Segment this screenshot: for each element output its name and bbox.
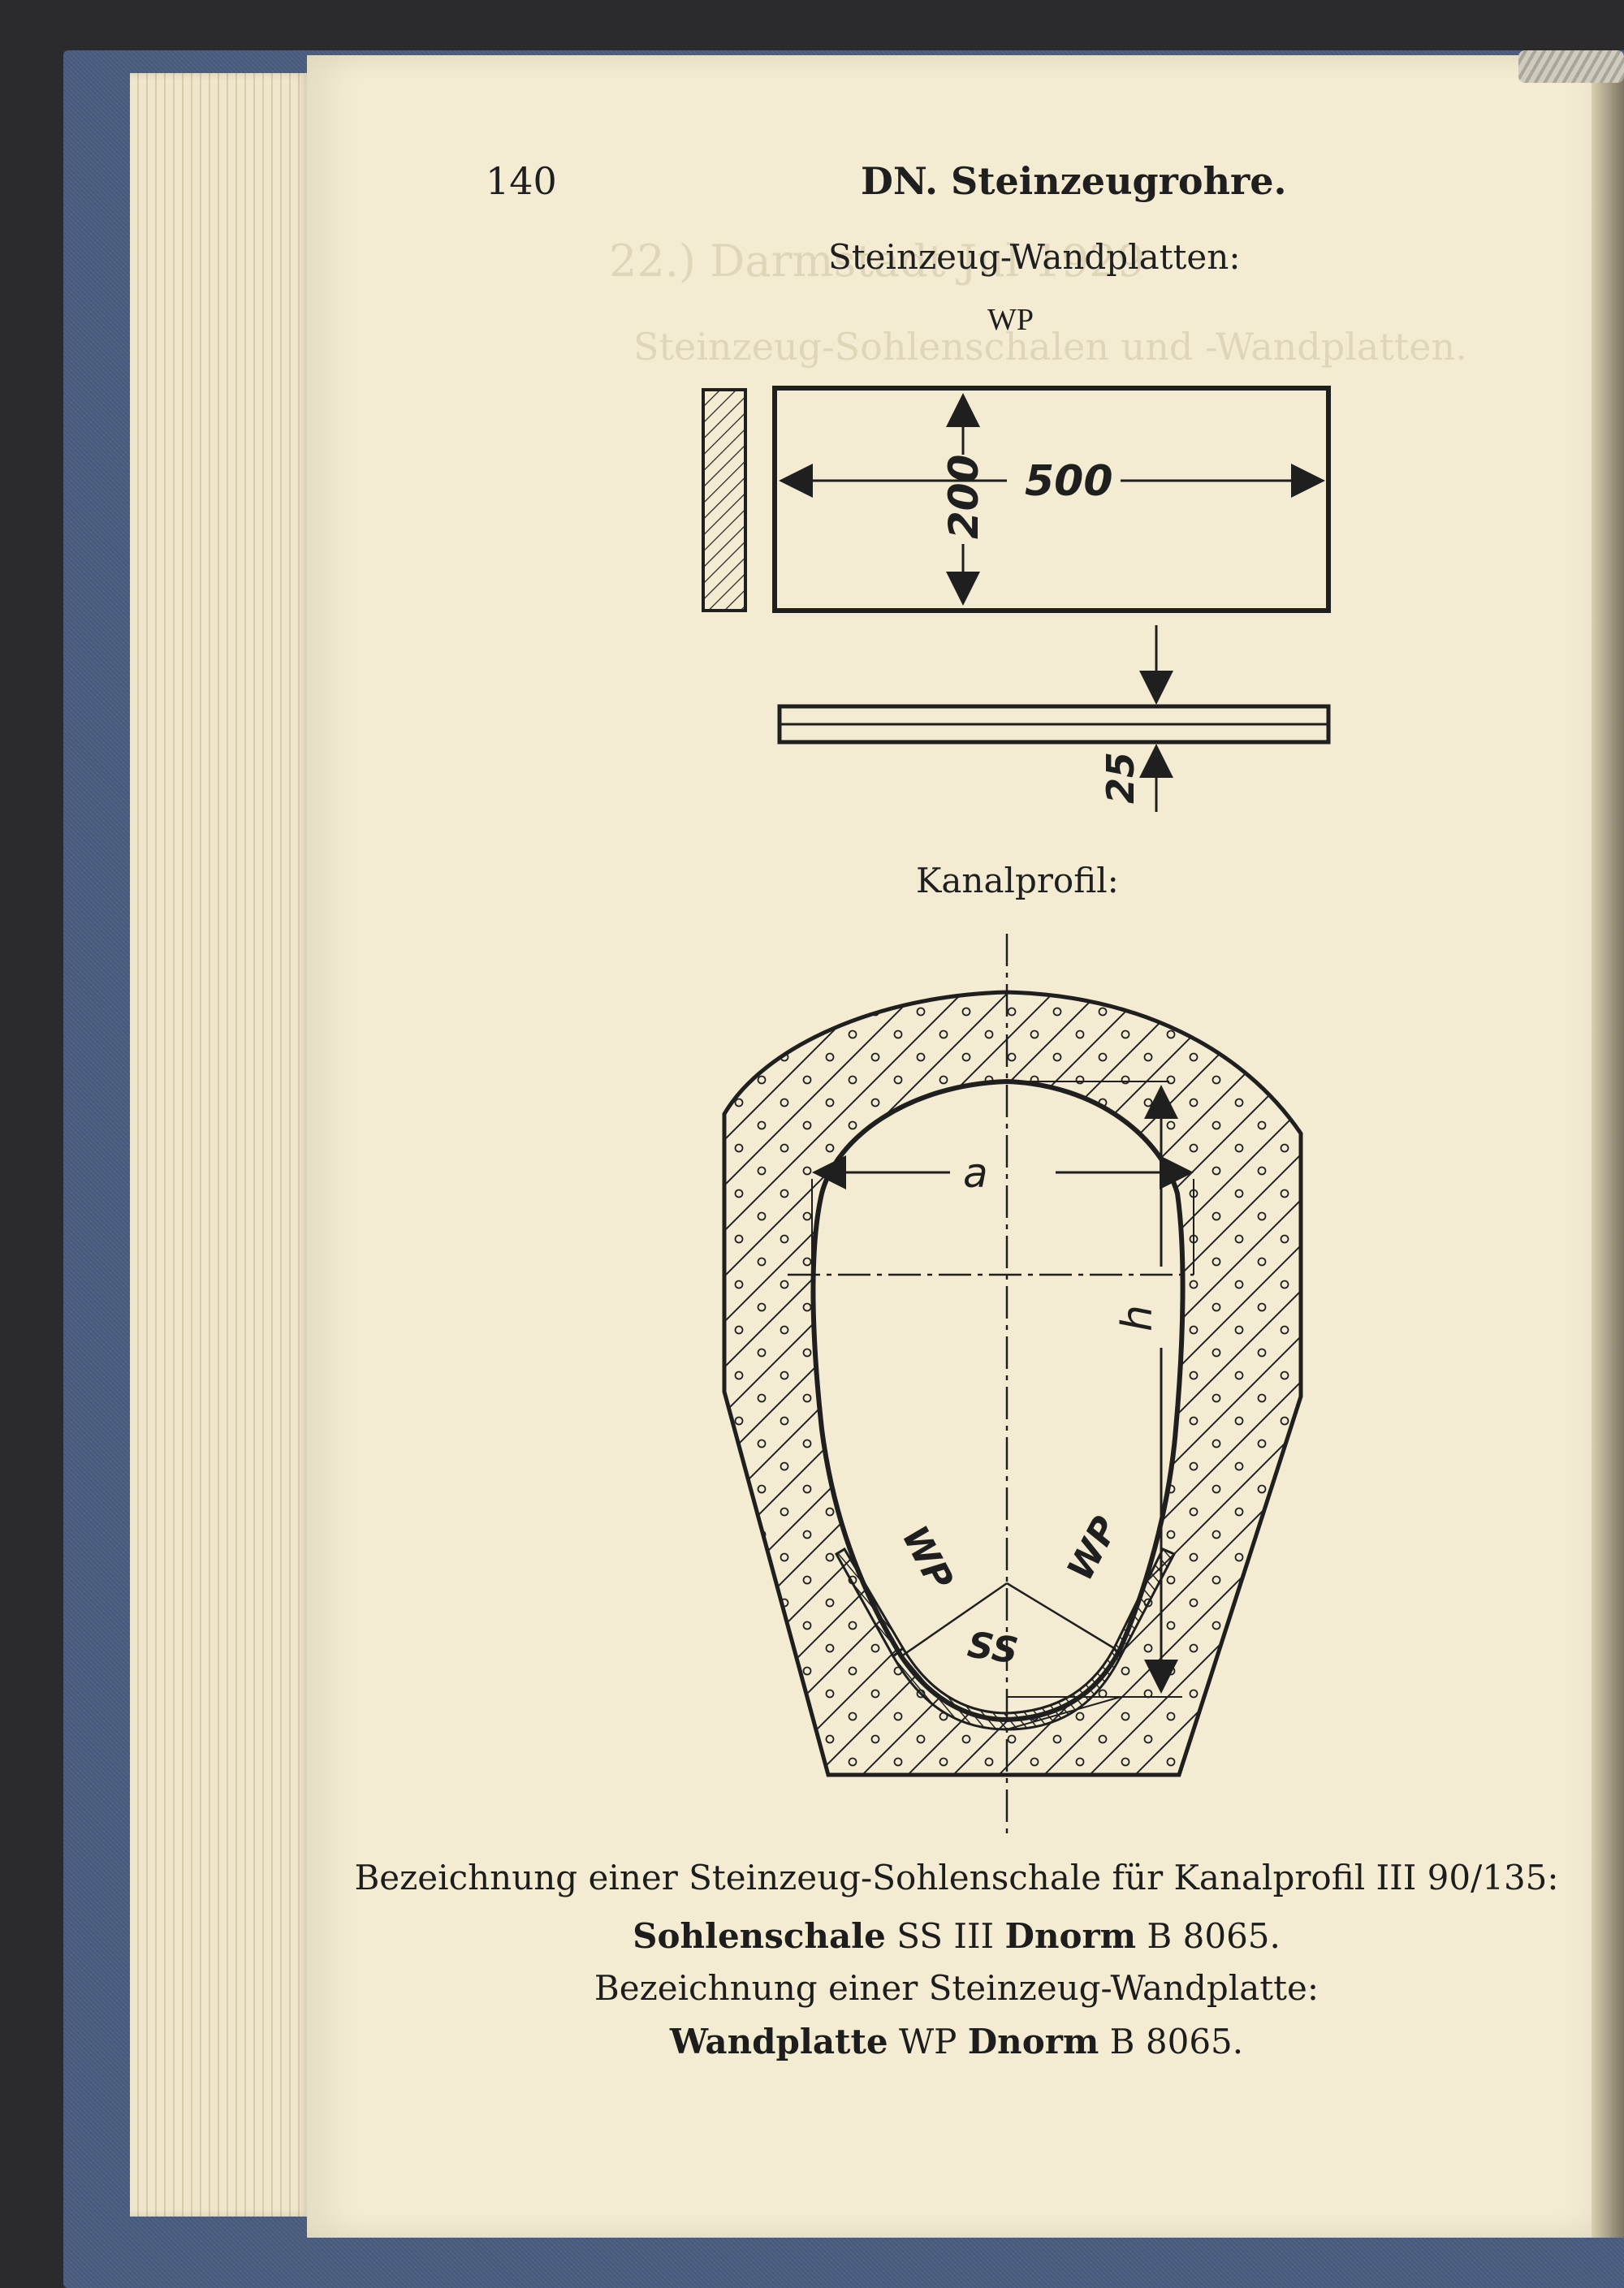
bleed-through-subheading: Steinzeug-Sohlenschalen und -Wandplatten… — [633, 325, 1467, 369]
caption-2-bold: Sohlenschale — [633, 1916, 886, 1956]
label-ss: SS — [965, 1624, 1020, 1672]
caption-4-bold: Wandplatte — [669, 2022, 888, 2061]
plate-edge-view: 25 — [777, 625, 1331, 812]
caption-4-rest: WP — [898, 2022, 957, 2061]
dim-height-label: 200 — [940, 455, 987, 539]
caption-line-1: Bezeichnung einer Steinzeug-Sohlenschale… — [354, 1858, 1559, 1897]
kanal-profile-title: Kanalprofil: — [916, 861, 1119, 900]
caption-line-4: Wandplatte WP Dnorm B 8065. — [307, 2022, 1606, 2061]
bleed-through-heading: 22.) Darmstadt Jul 1929 — [609, 235, 1145, 287]
caption-2-norm: Dnorm — [1004, 1916, 1137, 1956]
caption-line-3: Bezeichnung einer Steinzeug-Wandplatte: — [594, 1968, 1320, 2008]
dim-h-label: h — [1113, 1305, 1162, 1332]
bookmark-ribbon — [1518, 50, 1624, 83]
caption-line-2: Sohlenschale SS III Dnorm B 8065. — [307, 1916, 1606, 1956]
gutter-shadow — [1592, 55, 1624, 2238]
page-edges — [130, 73, 309, 2217]
plate-front-view: 500 200 — [772, 386, 1331, 613]
caption-4-norm: Dnorm — [967, 2022, 1099, 2061]
running-title: DN. Steinzeugrohre. — [861, 159, 1287, 203]
kanal-profile: a h WP WP SS — [722, 934, 1303, 1835]
caption-2-rest: SS III — [896, 1916, 995, 1956]
dim-length-label: 500 — [1025, 457, 1113, 506]
plate-side-section — [702, 388, 747, 612]
page-number: 140 — [486, 159, 557, 203]
dim-thickness-label: 25 — [1099, 752, 1142, 804]
wandplatte-left — [834, 1547, 905, 1659]
figure-label-wp: WP — [987, 303, 1034, 337]
wandplatte-right — [1112, 1548, 1177, 1659]
caption-4-code: B 8065. — [1109, 2022, 1244, 2061]
section-title: Steinzeug-Wandplatten: — [828, 237, 1241, 277]
dim-a-label: a — [963, 1150, 988, 1197]
caption-2-code: B 8065. — [1147, 1916, 1281, 1956]
